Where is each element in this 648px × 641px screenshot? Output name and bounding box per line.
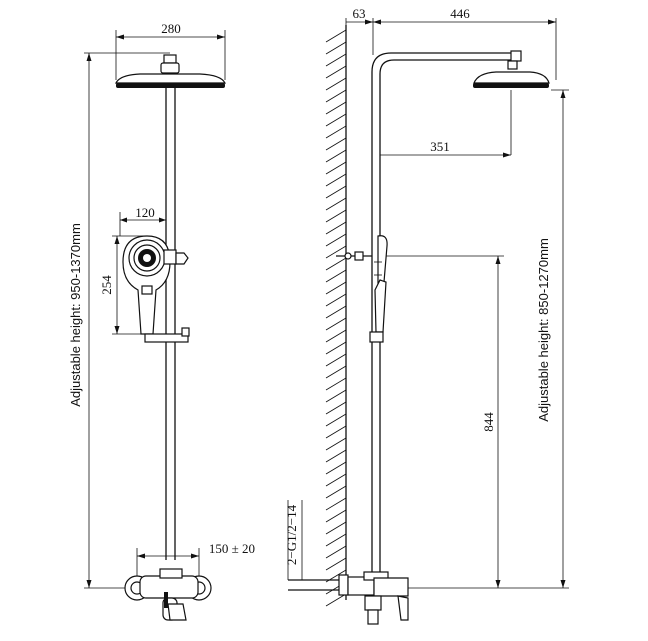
side-handheld-shower (369, 235, 388, 343)
side-shower-head (473, 71, 550, 88)
front-mixer-valve (124, 568, 212, 621)
hatch-line (325, 29, 347, 43)
arm-length-label: 446 (450, 6, 470, 21)
front-shower-head (115, 54, 226, 88)
hatch-line (325, 89, 347, 103)
front-riser-pipe (165, 88, 176, 560)
hatch-line (325, 197, 347, 211)
hatch-line (325, 257, 347, 271)
head-drop-label: 351 (430, 139, 450, 154)
hatch-line (325, 113, 347, 127)
side-mixer-valve (338, 571, 409, 625)
side-view: 63 446 351 Adjustable heig (284, 6, 569, 625)
handheld-width-label: 120 (135, 205, 155, 220)
hatch-line (325, 365, 347, 379)
hatch-line (325, 449, 347, 463)
side-adjustable-height-label: Adjustable height: 850-1270mm (536, 238, 551, 422)
hatch-line (325, 377, 347, 391)
hatch-line (325, 461, 347, 475)
hatch-line (325, 437, 347, 451)
hatch-line (325, 269, 347, 283)
front-adjustable-height-label: Adjustable height: 950-1370mm (68, 223, 83, 407)
hatch-line (325, 101, 347, 115)
hatch-line (325, 329, 347, 343)
head-drop-dimension (380, 90, 512, 158)
hatch-line (325, 209, 347, 223)
hatch-line (325, 425, 347, 439)
hatch-line (325, 149, 347, 163)
hatch-line (325, 545, 347, 559)
hatch-line (325, 281, 347, 295)
hatch-line (325, 485, 347, 499)
head-width-dimension (115, 30, 226, 80)
hatch-line (325, 221, 347, 235)
hatch-line (325, 245, 347, 259)
hatch-line (325, 233, 347, 247)
inlet-spacing-label: 150 ± 20 (209, 541, 255, 556)
hatch-line (325, 521, 347, 535)
side-height-dimension (380, 89, 569, 589)
side-riser-and-arm (371, 50, 522, 578)
top-dimensions (345, 18, 557, 80)
wall-hatch (325, 25, 347, 607)
hatch-line (325, 509, 347, 523)
hatch-line (325, 389, 347, 403)
hatch-line (325, 413, 347, 427)
inlet-spacing-dimension (136, 548, 200, 580)
side-inlet-pipe (287, 500, 342, 591)
hatch-line (325, 401, 347, 415)
front-handheld-shower (122, 235, 189, 335)
hatch-line (325, 53, 347, 67)
hatch-line (325, 185, 347, 199)
hatch-line (325, 173, 347, 187)
hatch-line (325, 161, 347, 175)
hatch-line (325, 557, 347, 571)
hatch-line (325, 341, 347, 355)
front-view: Adjustable height: 950-1370mm 280 (68, 21, 255, 621)
hatch-line (325, 305, 347, 319)
front-slider-bracket (144, 327, 190, 343)
holder-height-label: 844 (481, 412, 496, 432)
holder-height-dimension (384, 255, 504, 588)
hatch-line (325, 137, 347, 151)
hatch-line (325, 317, 347, 331)
thread-label: 2−G1/2−14 (284, 504, 299, 565)
hatch-line (325, 65, 347, 79)
head-width-label: 280 (161, 21, 181, 36)
front-height-dimension (84, 52, 170, 589)
side-wall-bracket (336, 251, 372, 261)
wall-offset-label: 63 (353, 6, 366, 21)
hatch-line (325, 593, 347, 607)
hatch-line (325, 473, 347, 487)
hatch-line (325, 125, 347, 139)
hatch-line (325, 533, 347, 547)
handheld-width-dimension (119, 212, 167, 236)
hatch-line (325, 353, 347, 367)
hatch-line (325, 293, 347, 307)
hatch-line (325, 77, 347, 91)
handheld-height-label: 254 (99, 275, 114, 295)
hatch-line (325, 497, 347, 511)
hatch-line (325, 41, 347, 55)
